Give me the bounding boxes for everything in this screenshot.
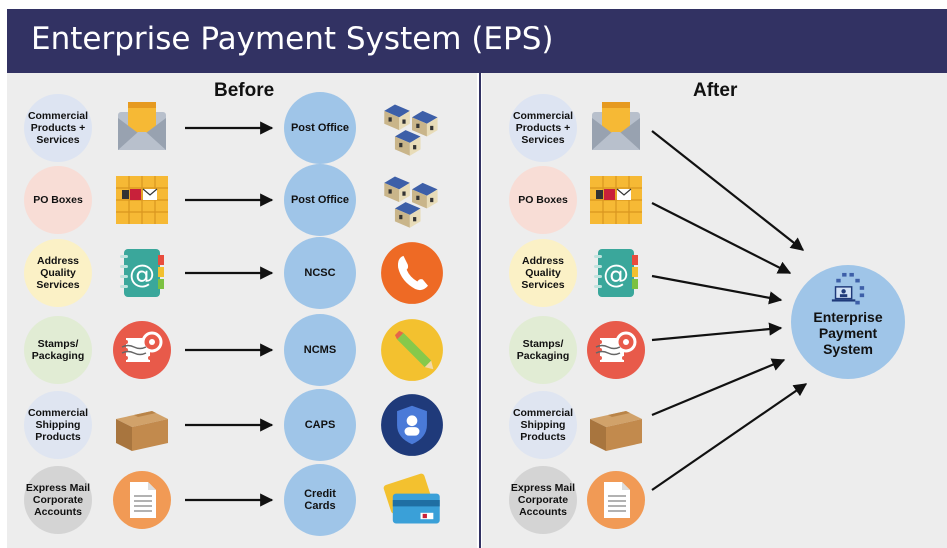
source-circle: Address Quality Services	[509, 239, 577, 307]
post-office-buildings-icon	[380, 96, 444, 160]
target-circle-label: NCSC	[304, 267, 336, 279]
envelope-icon	[586, 98, 646, 158]
svg-text:@: @	[129, 260, 155, 290]
flow-arrow	[651, 358, 786, 417]
panel-divider	[479, 73, 481, 548]
shield-user-icon	[380, 393, 444, 457]
phone-icon	[380, 241, 444, 305]
flow-arrow	[651, 274, 783, 305]
source-circle: Express Mail Corporate Accounts	[509, 466, 577, 534]
flow-arrow	[651, 202, 792, 274]
source-circle-label: PO Boxes	[33, 194, 83, 206]
document-icon	[586, 470, 646, 530]
source-circle: Stamps/ Packaging	[509, 316, 577, 384]
flow-arrow	[651, 322, 783, 342]
target-circle: Post Office	[284, 164, 356, 236]
source-circle-label: Commercial Shipping Products	[512, 407, 574, 443]
source-circle-label: Address Quality Services	[36, 255, 80, 291]
target-circle: Post Office	[284, 92, 356, 164]
source-circle-label: Stamps/ Packaging	[31, 338, 85, 362]
target-circle-label: CAPS	[304, 419, 336, 431]
po-box-icon	[112, 170, 172, 230]
source-circle: PO Boxes	[509, 166, 577, 234]
envelope-icon	[112, 98, 172, 158]
source-circle: Commercial Products + Services	[509, 94, 577, 162]
eps-circle: Enterprise Payment System	[791, 265, 905, 379]
stamp-icon	[112, 320, 172, 380]
after-label: After	[693, 80, 738, 101]
post-office-buildings-icon	[380, 168, 444, 232]
network-computers-icon	[826, 270, 870, 314]
source-circle: PO Boxes	[24, 166, 92, 234]
target-circle: CAPS	[284, 389, 356, 461]
shipping-box-icon	[586, 395, 646, 455]
page-title: Enterprise Payment System (EPS)	[31, 21, 554, 57]
source-circle-label: PO Boxes	[518, 194, 568, 206]
eps-circle-label: Enterprise Payment System	[813, 309, 883, 357]
po-box-icon	[586, 170, 646, 230]
source-circle: Commercial Shipping Products	[509, 391, 577, 459]
target-circle-label: Post Office	[290, 122, 350, 134]
source-circle-label: Express Mail Corporate Accounts	[510, 482, 576, 518]
address-book-icon: @	[586, 243, 646, 303]
shipping-box-icon	[112, 395, 172, 455]
source-circle: Express Mail Corporate Accounts	[24, 466, 92, 534]
source-circle: Commercial Shipping Products	[24, 391, 92, 459]
target-circle: Credit Cards	[284, 464, 356, 536]
flow-arrow	[651, 130, 805, 251]
target-circle: NCMS	[284, 314, 356, 386]
credit-cards-icon	[380, 468, 444, 532]
source-circle: Stamps/ Packaging	[24, 316, 92, 384]
address-book-icon: @	[112, 243, 172, 303]
target-circle-label: Post Office	[290, 194, 350, 206]
target-circle-label: Credit Cards	[304, 488, 336, 512]
target-circle: NCSC	[284, 237, 356, 309]
source-circle-label: Commercial Products + Services	[27, 110, 89, 146]
before-label: Before	[214, 80, 275, 101]
source-circle-label: Address Quality Services	[521, 255, 565, 291]
svg-text:@: @	[603, 260, 629, 290]
source-circle-label: Commercial Products + Services	[512, 110, 574, 146]
stamp-icon	[586, 320, 646, 380]
document-icon	[112, 470, 172, 530]
source-circle: Address Quality Services	[24, 239, 92, 307]
target-circle-label: NCMS	[303, 344, 337, 356]
source-circle-label: Commercial Shipping Products	[27, 407, 89, 443]
before-panel	[7, 73, 477, 548]
source-circle: Commercial Products + Services	[24, 94, 92, 162]
header-bar: Enterprise Payment System (EPS)	[7, 9, 947, 73]
source-circle-label: Stamps/ Packaging	[516, 338, 570, 362]
flow-arrow	[651, 383, 808, 491]
source-circle-label: Express Mail Corporate Accounts	[25, 482, 91, 518]
pencil-icon	[380, 318, 444, 382]
